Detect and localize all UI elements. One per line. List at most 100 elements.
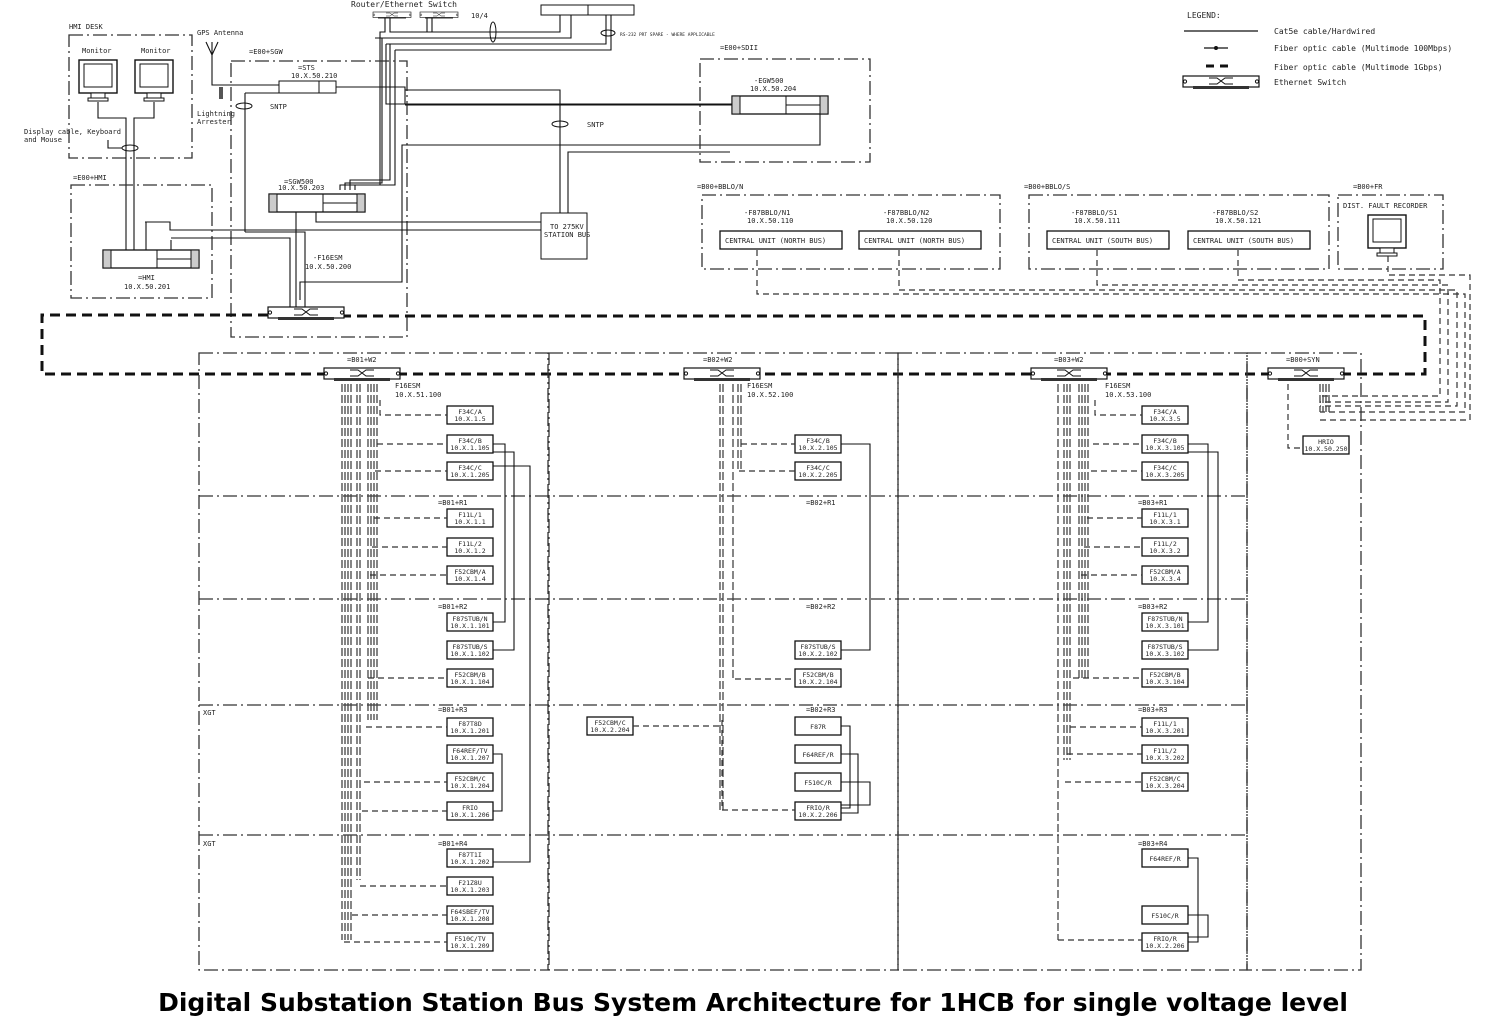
hmi-group [70,184,213,299]
ied-name: F52CBM/A [1149,568,1180,576]
central-unit-box [1046,230,1170,250]
ied-name: F87STUB/S [800,643,835,651]
ied-name: F34C/C [458,464,482,472]
sgw-group [230,60,408,338]
section-label: =B02+W2 [703,356,733,364]
ied-ip: 10.X.3.1 [1149,518,1180,526]
esm-name: -F16ESM [313,254,343,262]
section-label: =B03+R2 [1138,603,1168,611]
ied-ip: 10.X.2.104 [798,678,837,686]
bay-switch-icon [683,367,761,382]
bay-syn-group [1246,352,1362,971]
central-unit-label: CENTRAL UNIT (SOUTH BUS) [1193,237,1294,245]
ied-name: F64SBEF/TV [450,908,489,916]
router-label: Router/Ethernet Switch [351,0,457,9]
sntp-label: SNTP [270,103,287,111]
ied-ip: 10.X.3.202 [1145,754,1184,762]
fr-group-label: =B00+FR [1353,183,1383,191]
fiber-link [379,400,447,416]
fiber-ring [40,313,1427,376]
hmi-ip: 10.X.50.201 [124,283,170,291]
ied-name: F510C/R [1151,912,1178,920]
ied-name: F52CBM/B [1149,671,1180,679]
ied-ip: 10.X.3.5 [1149,415,1180,423]
hardwire-link [1188,914,1209,938]
ied-ip: 10.X.1.202 [450,858,489,866]
ied-ip: 10.X.3.205 [1145,471,1184,479]
sgw-rack-icon [268,193,366,213]
section-label: F16ESM [1105,382,1130,390]
fault-recorder-icon [1367,214,1407,257]
diagram-title: Digital Substation Station Bus System Ar… [158,988,1348,1017]
bblo-unit-name: -F87BBLO/N2 [883,209,929,217]
ied-name: FRIO/R [806,804,830,812]
ied-name: F510C/TV [454,935,485,943]
hardwire-link [841,443,871,651]
ied-ip: 10.X.3.4 [1149,575,1180,583]
ied-box [1141,668,1189,688]
ied-ip: 10.X.1.104 [450,678,489,686]
section-label: 10.X.51.100 [395,391,441,399]
central-unit-label: CENTRAL UNIT (SOUTH BUS) [1052,237,1153,245]
sts-ip: 10.X.50.210 [291,72,337,80]
ied-ip: 10.X.1.208 [450,915,489,923]
ied-name: F510C/R [804,779,831,787]
section-label: =B01+R1 [438,499,468,507]
ied-name: F34C/A [458,408,482,416]
station-bus-label: TO 275KV [550,223,585,231]
ied-ip: 10.X.1.102 [450,650,489,658]
ied-name: FRIO/R [1153,935,1177,943]
esm-ip: 10.X.50.200 [305,263,351,271]
sts-name: =STS [298,64,315,72]
hmi-group-label: =E00+HMI [73,174,107,182]
monitor-label: Monitor [82,47,112,55]
ied-name: F87R [810,723,826,731]
monitor-label: Monitor [141,47,171,55]
ied-ip: 10.X.3.2 [1149,547,1180,555]
ied-ip: 10.X.1.105 [450,444,489,452]
ied-ip: 10.X.1.209 [450,942,489,950]
ied-ip: 10.X.2.204 [590,726,629,734]
hmi-desk-label: HMI DESK [69,23,104,31]
cable-count: 10/4 [471,12,488,20]
section-label: =B01+W2 [347,356,377,364]
ied-ip: 10.X.1.4 [454,575,485,583]
central-unit-label: CENTRAL UNIT (NORTH BUS) [725,237,826,245]
ied-ip: 10.X.2.206 [1145,942,1184,950]
bay-b02-group [548,352,899,971]
bblo-unit-name: -F87BBLO/N1 [744,209,790,217]
router-switch-icon [419,11,459,19]
monitor-icon [78,59,118,102]
lightning-label: Arrester [197,118,231,126]
ied-ip: 10.X.3.201 [1145,727,1184,735]
bblo-north-group [701,194,1001,270]
ied-ip: 10.X.2.206 [798,811,837,819]
ied-name: F87STUB/N [452,615,487,623]
section-label: =B03+R1 [1138,499,1168,507]
ied-name: HRIO [1318,438,1334,446]
ied-name: F64REF/TV [452,747,487,755]
sntp-label: SNTP [587,121,604,129]
ied-ip: 10.X.1.204 [450,782,489,790]
ied-box [446,565,494,585]
ied-ip: 10.X.3.102 [1145,650,1184,658]
section-label: F16ESM [747,382,772,390]
ied-ip: 10.X.1.205 [450,471,489,479]
ied-name: F11L/2 [1153,747,1177,755]
sts-clock-device [278,80,337,94]
ied-box [794,668,842,688]
ied-ip: 10.X.1.206 [450,811,489,819]
section-label: XGT [203,840,216,848]
hardwire-link [841,781,871,806]
rs232-note: RS-232 PRT SPARE - WHERE APPLICABLE [620,32,715,38]
egw-ip: 10.X.50.204 [750,85,796,93]
ied-ip: 10.X.1.101 [450,622,489,630]
legend: LEGEND: Cat5e cable/Hardwired Fiber opti… [1182,11,1452,90]
ied-box [794,801,842,821]
hardwire-link [493,451,515,651]
ied-name: F87STUB/S [1147,643,1182,651]
ied-name: F34C/C [806,464,830,472]
bblo-north-group-label: =B00+BBLO/N [697,183,743,191]
ied-name: F52CBM/B [454,671,485,679]
